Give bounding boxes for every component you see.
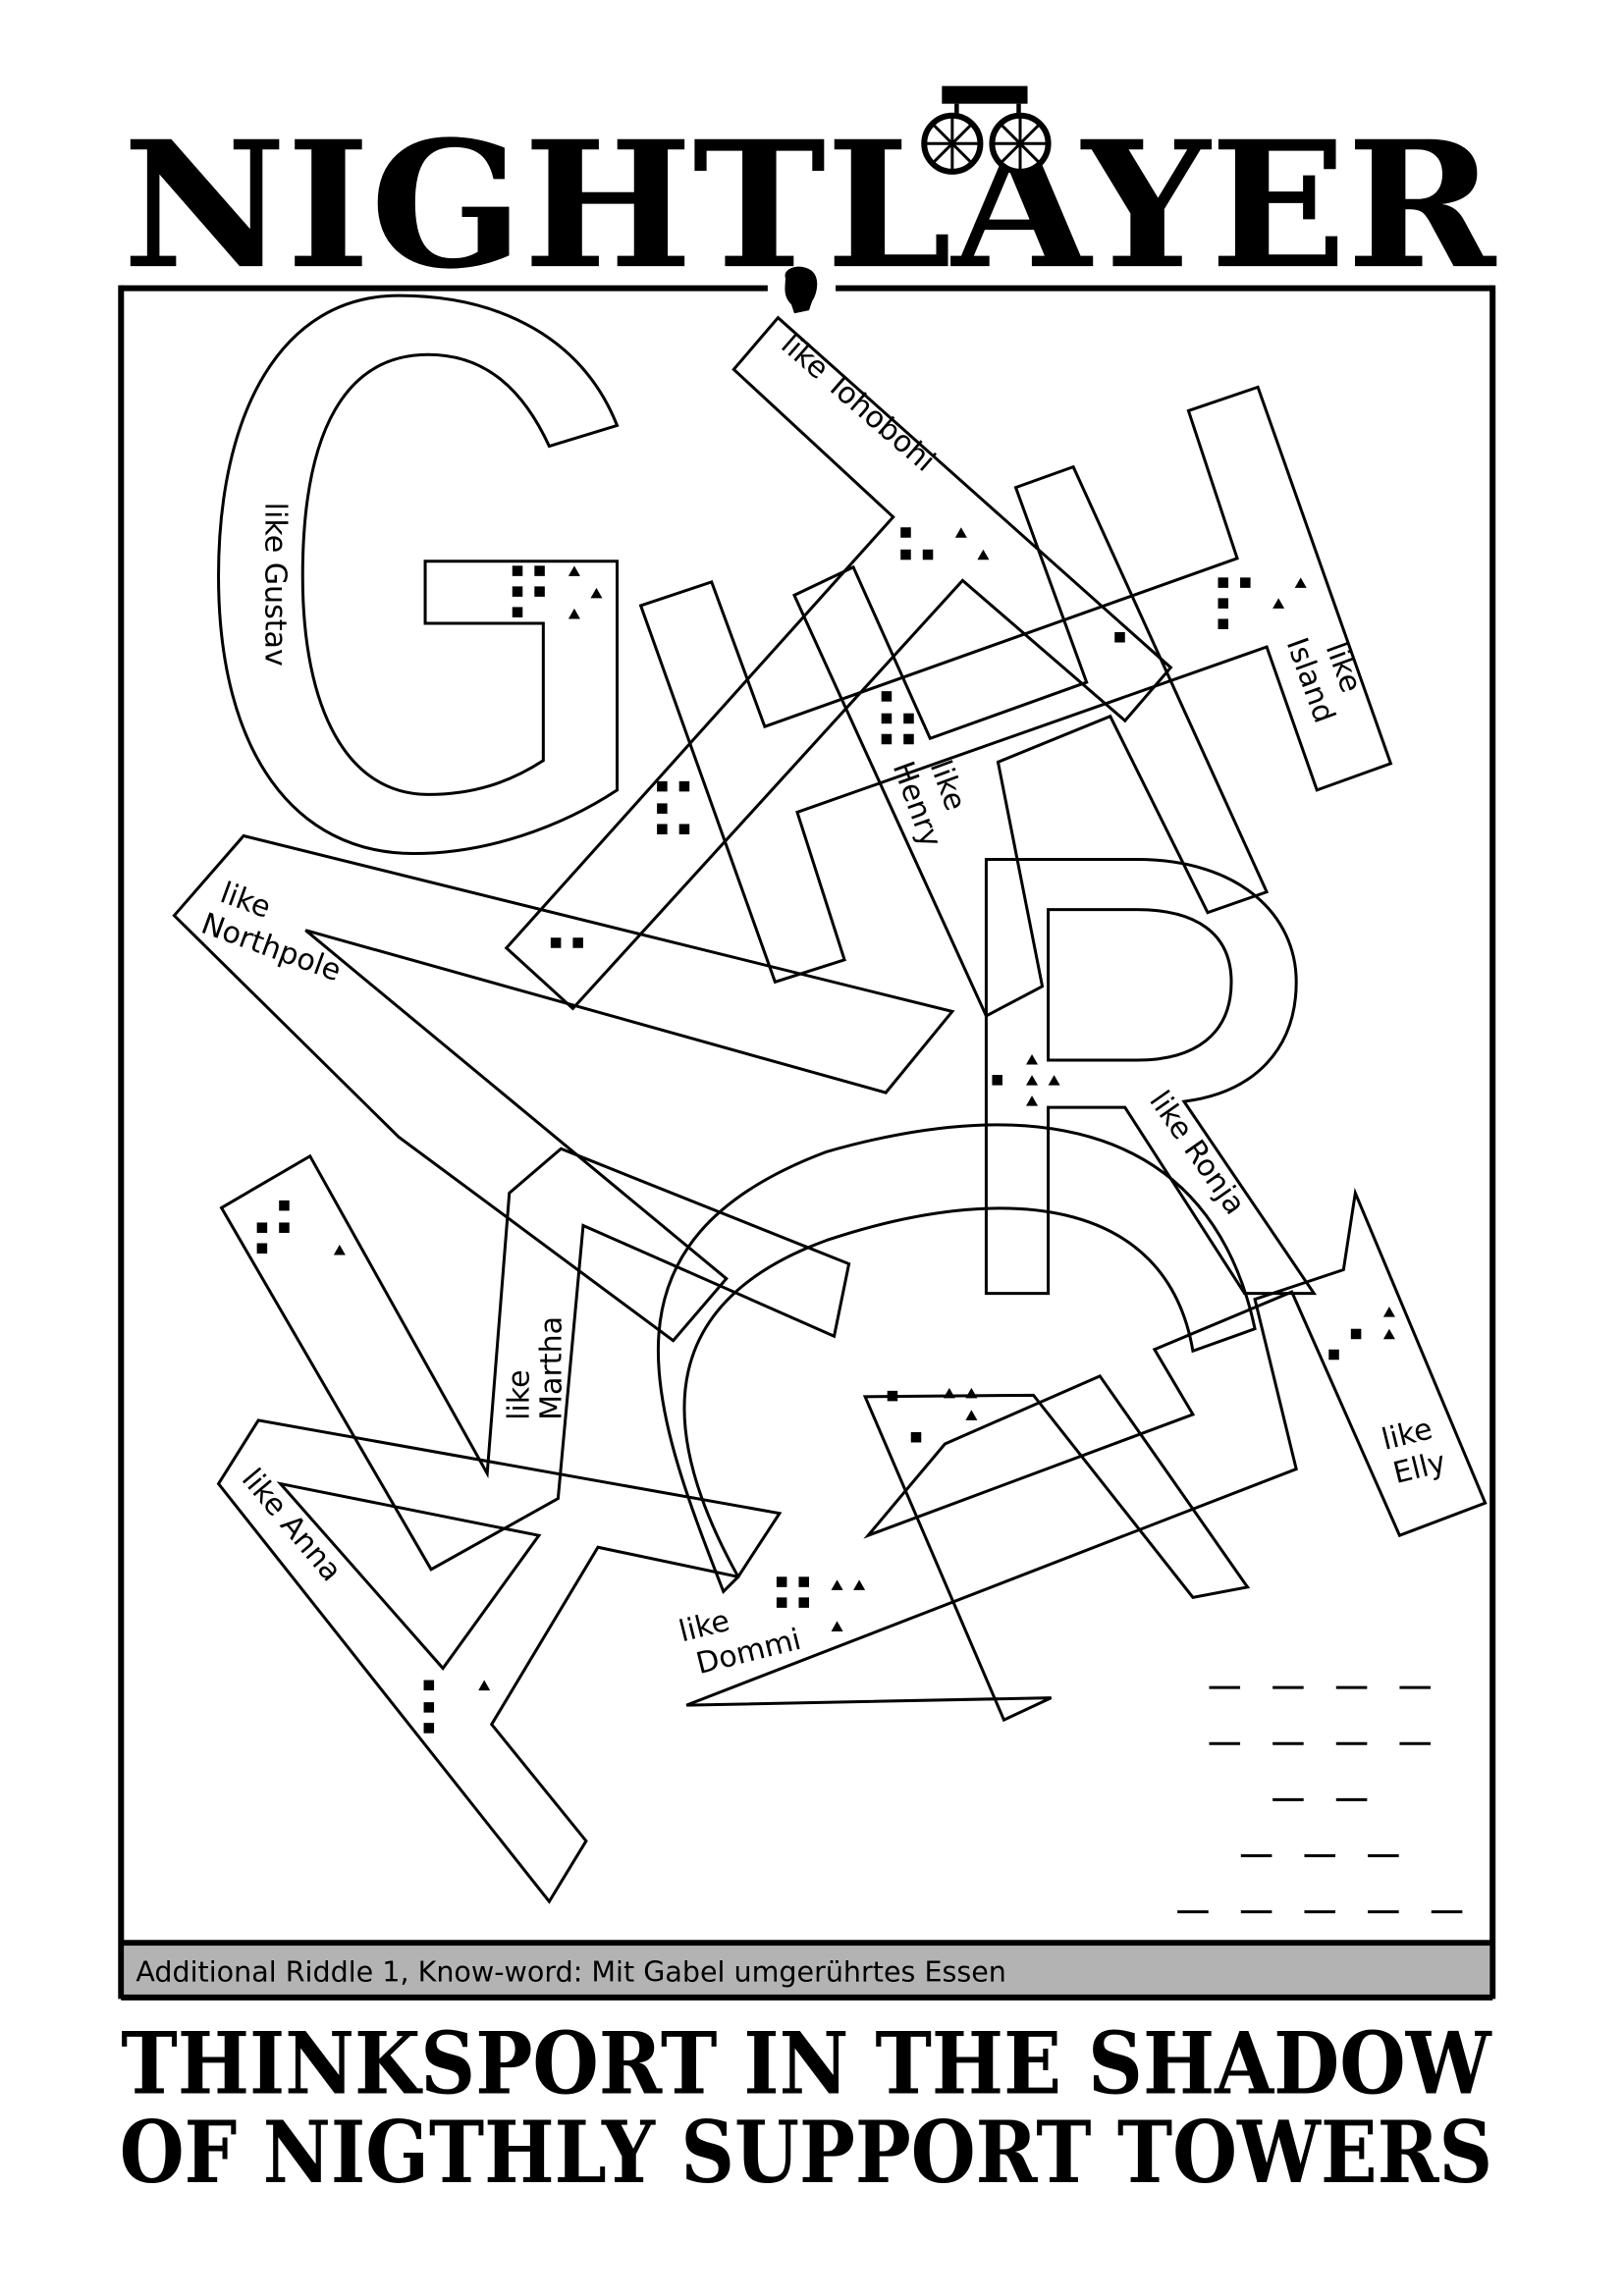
name-hints: like Gustav like Tohobohi like Island li…	[196, 327, 1449, 1682]
letter-n	[172, 833, 955, 1343]
hint-martha-2: Martha	[534, 1316, 568, 1420]
hint-ronja: like Ronja	[1142, 1085, 1252, 1221]
marker-symbols	[256, 527, 1395, 1734]
letter-outlines	[172, 294, 1488, 1904]
winding-tower-icon	[921, 85, 1052, 175]
hint-gustav: like Gustav	[258, 503, 293, 667]
hint-tohobohi: like Tohobohi	[775, 327, 942, 478]
letter-g	[217, 294, 620, 856]
letter-e	[685, 1187, 1488, 1723]
letter-t	[504, 315, 1173, 1011]
letter-d	[656, 1123, 1257, 1595]
letter-r	[984, 858, 1318, 1296]
hint-martha-1: like	[502, 1369, 536, 1420]
puzzle-frame	[118, 285, 1496, 2001]
additional-riddle: Additional Riddle 1, Know-word: Mit Gabe…	[135, 1954, 1006, 1988]
lightbulb-icon	[785, 266, 818, 314]
answer-blanks	[1177, 1685, 1463, 1914]
letter-i	[638, 385, 1393, 985]
letter-m	[219, 1147, 851, 1572]
hint-northpole-2: Northpole	[196, 907, 345, 989]
letter-a	[216, 1418, 783, 1904]
letter-h	[791, 464, 1270, 1018]
subtitle-line-1: THINKSPORT IN THE SHADOW	[121, 2013, 1491, 2114]
subtitle-line-2: OF NIGTHLY SUPPORT TOWERS	[120, 2102, 1492, 2203]
